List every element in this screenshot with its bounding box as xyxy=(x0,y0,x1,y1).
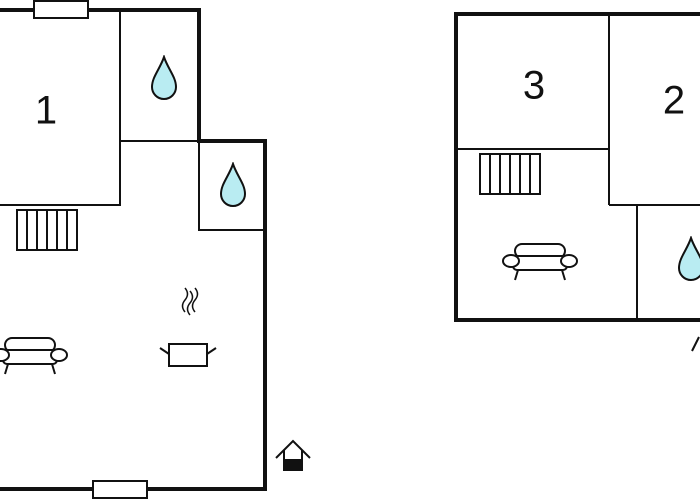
entrance-mark xyxy=(691,336,700,352)
cooking-pot-icon xyxy=(159,287,217,367)
outer-wall xyxy=(454,12,700,322)
stairs-icon xyxy=(479,153,541,195)
water-drop-icon xyxy=(678,237,700,281)
building-right: 3 2 xyxy=(454,12,700,352)
water-drop-icon xyxy=(220,163,246,207)
room-1-label: 1 xyxy=(35,89,57,133)
water-drop-icon xyxy=(151,56,177,100)
window-icon xyxy=(92,480,148,499)
sofa-icon xyxy=(0,337,68,375)
window-icon xyxy=(33,0,89,19)
outer-wall xyxy=(0,8,267,491)
room-2-label: 2 xyxy=(663,79,685,123)
building-left: 1 xyxy=(0,0,311,499)
sofa-icon xyxy=(502,243,578,281)
room-1-wall xyxy=(0,10,121,206)
bathroom-small-wall xyxy=(198,141,265,231)
stairs-icon xyxy=(16,209,78,251)
house-entrance-icon[interactable] xyxy=(275,439,311,471)
room-3-label: 3 xyxy=(523,64,545,108)
